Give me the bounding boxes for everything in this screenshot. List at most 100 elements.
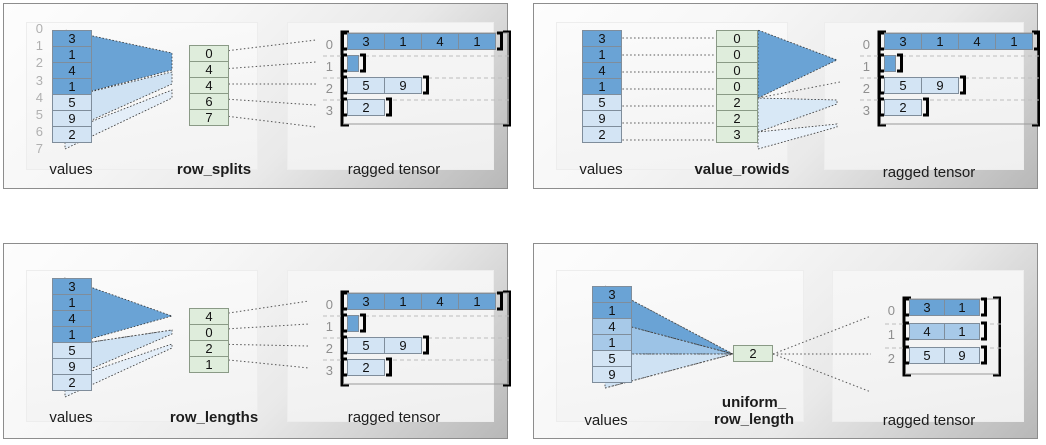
tensor-row-bracket bbox=[341, 335, 429, 355]
value-index-label: 3 bbox=[35, 72, 43, 88]
tensor-row-bracket bbox=[878, 75, 966, 95]
tensor-cell: 9 bbox=[384, 77, 422, 94]
tensor-caption-row-lengths: ragged tensor bbox=[347, 409, 441, 426]
value-index-label: 4 bbox=[35, 89, 43, 105]
value-cell: 9 bbox=[582, 110, 622, 127]
tensor-row-bracket bbox=[341, 357, 392, 377]
tensor-cell-empty bbox=[347, 315, 359, 332]
values-caption-row-splits: values bbox=[49, 161, 93, 178]
encoding-cell: 0 bbox=[716, 78, 758, 95]
tensor-row-label: 2 bbox=[325, 81, 333, 96]
tensor-row-label: 0 bbox=[325, 297, 333, 312]
value-index-label: 6 bbox=[35, 124, 43, 140]
tensor-cell-empty bbox=[347, 55, 359, 72]
value-cell: 9 bbox=[52, 110, 92, 127]
tensor-row-label: 1 bbox=[862, 59, 870, 74]
tensor-cell: 4 bbox=[421, 293, 459, 310]
values-caption-value-rowids: values bbox=[579, 161, 623, 178]
tensor-cell: 2 bbox=[347, 99, 385, 116]
tensor-row-bracket bbox=[903, 297, 987, 317]
value-cell: 1 bbox=[52, 326, 92, 343]
encoding-cell: 1 bbox=[189, 356, 229, 373]
value-index-label: 2 bbox=[35, 55, 43, 71]
value-cell: 5 bbox=[52, 94, 92, 111]
value-cell: 4 bbox=[52, 62, 92, 79]
tensor-cell: 1 bbox=[384, 293, 422, 310]
encoding-cell: 7 bbox=[189, 109, 229, 126]
encoding-caption-row-lengths: row_lengths bbox=[169, 409, 259, 426]
encoding-cell: 3 bbox=[716, 126, 758, 143]
value-cell: 1 bbox=[592, 334, 632, 351]
tensor-cell: 3 bbox=[347, 33, 385, 50]
encoding-cell: 0 bbox=[189, 324, 229, 341]
tensor-row bbox=[341, 313, 366, 334]
tensor-cell: 1 bbox=[458, 293, 496, 310]
tensor-row-bracket bbox=[341, 291, 503, 311]
value-cell: 1 bbox=[52, 46, 92, 63]
values-caption-uniform: values bbox=[584, 412, 628, 429]
tensor-cell: 1 bbox=[384, 33, 422, 50]
tensor-row-bracket bbox=[903, 321, 987, 341]
value-cell: 2 bbox=[52, 126, 92, 143]
value-cell: 1 bbox=[582, 46, 622, 63]
encoding-cell: 4 bbox=[189, 61, 229, 78]
value-cell: 4 bbox=[582, 62, 622, 79]
value-cell: 1 bbox=[52, 78, 92, 95]
tensor-cell: 5 bbox=[884, 77, 922, 94]
value-index-label: 0 bbox=[35, 21, 43, 36]
tensor-row-label: 1 bbox=[325, 319, 333, 334]
value-index-label: 7 bbox=[35, 141, 43, 157]
value-cell: 3 bbox=[592, 286, 632, 303]
tensor-row-label: 0 bbox=[862, 37, 870, 52]
tensor-cell: 1 bbox=[458, 33, 496, 50]
value-index-label: 5 bbox=[35, 107, 43, 122]
tensor-cell: 9 bbox=[921, 77, 959, 94]
encoding-cell: 0 bbox=[716, 62, 758, 79]
tensor-row: 2 bbox=[341, 357, 392, 378]
tensor-cell: 1 bbox=[995, 33, 1033, 50]
tensor-row-label: 3 bbox=[325, 103, 333, 118]
tensor-caption-uniform: ragged tensor bbox=[882, 412, 976, 429]
tensor-cell-empty bbox=[884, 55, 896, 72]
values-caption-row-lengths: values bbox=[49, 409, 93, 426]
value-cell: 5 bbox=[592, 350, 632, 367]
tensor-cell: 1 bbox=[944, 323, 980, 340]
value-cell: 3 bbox=[582, 30, 622, 47]
encoding-cell: 2 bbox=[189, 340, 229, 357]
tensor-cell: 5 bbox=[347, 337, 385, 354]
tensor-row-label: 3 bbox=[325, 363, 333, 378]
value-cell: 3 bbox=[52, 278, 92, 295]
value-cell: 9 bbox=[592, 366, 632, 383]
encoding-caption-value-rowids: value_rowids bbox=[694, 161, 790, 178]
encoding-cell: 4 bbox=[189, 77, 229, 94]
tensor-cell: 2 bbox=[347, 359, 385, 376]
tensor-row-bracket bbox=[341, 53, 366, 73]
tensor-cell: 9 bbox=[384, 337, 422, 354]
tensor-cell: 3 bbox=[909, 299, 945, 316]
value-cell: 1 bbox=[592, 302, 632, 319]
encoding-cell: 4 bbox=[189, 308, 229, 325]
encoding-cell: 2 bbox=[733, 345, 773, 362]
tensor-row: 2 bbox=[341, 97, 392, 118]
value-cell: 4 bbox=[592, 318, 632, 335]
tensor-row bbox=[878, 53, 903, 74]
value-cell: 1 bbox=[582, 78, 622, 95]
tensor-caption-row-splits: ragged tensor bbox=[347, 161, 441, 178]
